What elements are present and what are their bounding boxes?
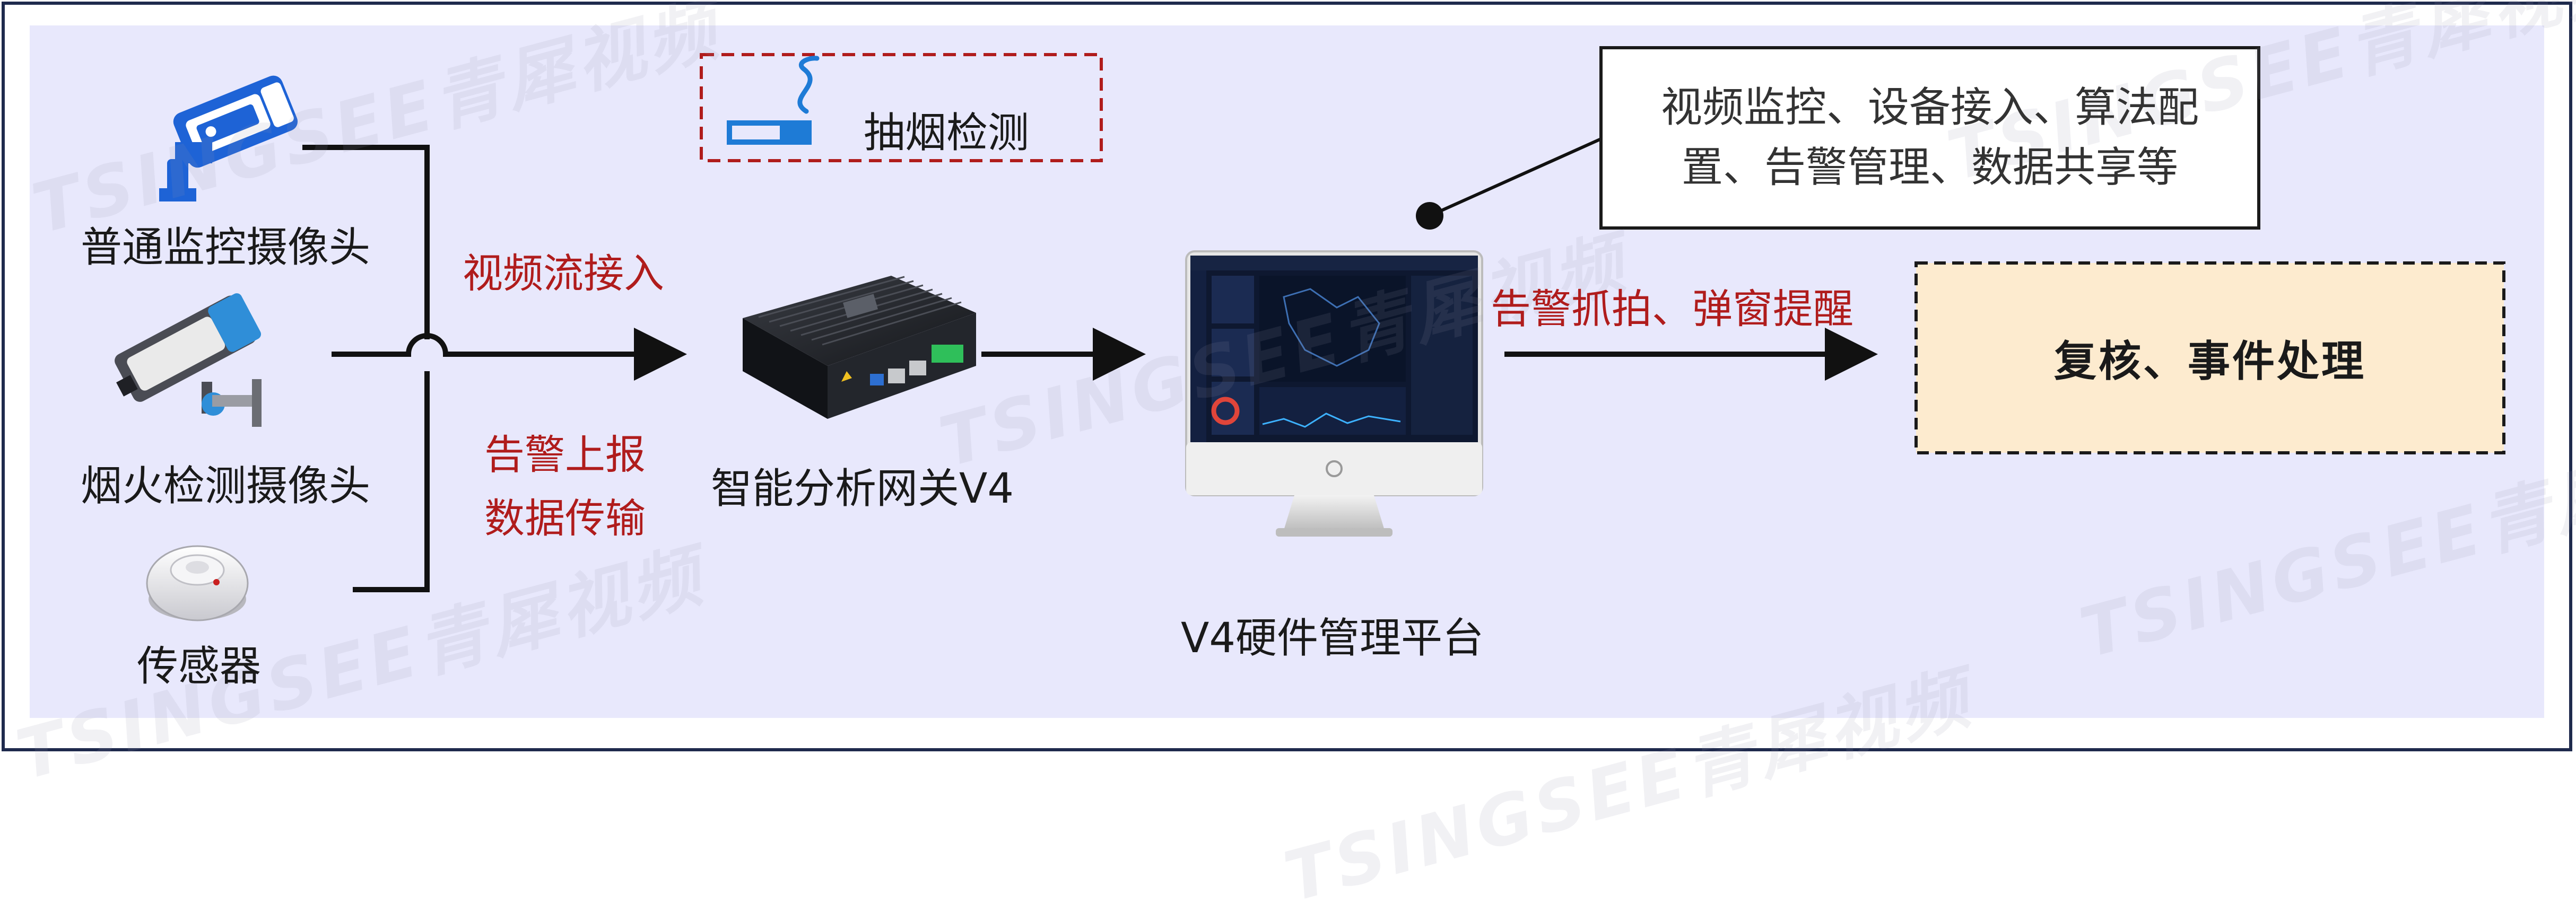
platform-label: V4硬件管理平台 bbox=[1181, 615, 1484, 662]
gateway-label: 智能分析网关V4 bbox=[711, 465, 1014, 513]
video-stream-label: 视频流接入 bbox=[463, 250, 664, 297]
camera-fire-label: 烟火检测摄像头 bbox=[81, 462, 371, 510]
callout-leader bbox=[1429, 137, 1602, 217]
review-box bbox=[1914, 261, 2505, 454]
callout-dot bbox=[1416, 202, 1443, 230]
diagram-canvas bbox=[2, 2, 2572, 751]
callout-text: 视频监控、设备接入、算法配 置、告警管理、数据共享等 bbox=[1601, 48, 2259, 228]
input-connectors bbox=[302, 145, 687, 592]
review-label: 复核、事件处理 bbox=[2054, 337, 2366, 386]
alarm-report-label: 告警上报 bbox=[484, 431, 646, 478]
callout-line-2: 置、告警管理、数据共享等 bbox=[1681, 144, 2178, 191]
fire-detection-camera-icon bbox=[115, 293, 262, 427]
cctv-camera-icon bbox=[159, 75, 298, 201]
data-transfer-label: 数据传输 bbox=[484, 495, 646, 542]
smoke-sensor-icon bbox=[146, 545, 249, 621]
callout-line-1: 视频监控、设备接入、算法配 bbox=[1660, 83, 2199, 131]
sensor-label: 传感器 bbox=[137, 643, 262, 690]
gateway-device-icon bbox=[743, 276, 976, 419]
monitor-icon bbox=[1185, 250, 1483, 537]
smoking-label: 抽烟检测 bbox=[864, 109, 1030, 157]
callout-box bbox=[1599, 46, 2260, 230]
camera-normal-label: 普通监控摄像头 bbox=[81, 224, 371, 271]
alarm-popup-label: 告警抓拍、弹窗提醒 bbox=[1491, 285, 1853, 332]
smoking-box bbox=[700, 53, 1103, 162]
cigarette-icon bbox=[727, 56, 820, 145]
